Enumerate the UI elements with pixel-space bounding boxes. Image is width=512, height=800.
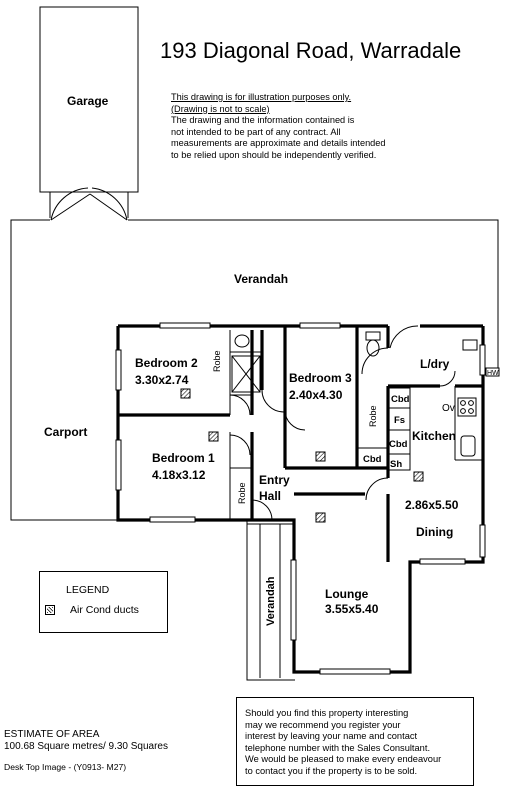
property-address: 193 Diagonal Road, Warradale [160,38,462,63]
robe-bed2-label: Robe [212,350,222,372]
disclaimer-line: to be relied upon should be independentl… [171,149,377,160]
disclaimer-line: not intended to be part of any contract.… [171,126,341,137]
notice-line: telephone number with the Sales Consulta… [245,742,431,753]
hall-label: Hall [259,489,281,503]
dining-size: 2.86x5.50 [405,498,459,512]
notice-line: Should you find this property interestin… [245,708,409,718]
cbd-upper-label: Cbd [391,394,410,405]
notice-line: may we recommend you register your [245,719,401,730]
bedroom1-name: Bedroom 1 [152,451,215,465]
notice-line: to contact you if the property is to be … [245,765,418,776]
doors [229,325,456,521]
cbd-lower-label: Cbd [363,454,382,465]
sh-label: Sh [390,459,402,470]
area-estimate-value: 100.68 Square metres/ 9.30 Squares [4,741,168,752]
windows [115,322,500,675]
kitchen-label: Kitchen [412,429,456,443]
verandah-side-label: Verandah [265,576,277,626]
lounge-name: Lounge [325,587,369,601]
lounge-size: 3.55x5.40 [325,602,379,616]
bedroom3-size: 2.40x4.30 [289,388,343,402]
garage-label: Garage [67,94,109,108]
bedroom3-name: Bedroom 3 [289,371,352,385]
disclaimer-line: measurements are approximate and details… [171,138,386,149]
image-code: Desk Top Image - (Y0913- M27) [4,762,127,772]
bedroom2-size: 3.30x2.74 [135,373,189,387]
disclaimer-line: This drawing is for illustration purpose… [171,92,352,102]
area-estimate: ESTIMATE OF AREA 100.68 Square metres/ 9… [4,729,168,753]
notice-line: interest by leaving your name and contac… [245,731,418,742]
disclaimer-line: The drawing and the information containe… [171,115,355,126]
disclaimer: This drawing is for illustration purpose… [171,92,501,162]
disclaimer-line: (Drawing is not to scale) [171,103,270,114]
bedroom2-name: Bedroom 2 [135,356,198,370]
dining-name: Dining [416,525,453,539]
aircon-duct-icon [45,605,55,615]
bedroom1-size: 4.18x3.12 [152,468,206,482]
fs-label: Fs [394,415,405,426]
oven-label: Ov [442,403,455,414]
garage [39,6,139,221]
interest-notice: Should you find this property interestin… [236,697,474,786]
aircon-ducts [180,388,424,523]
area-estimate-title: ESTIMATE OF AREA [4,729,100,740]
robe-bed1-label: Robe [237,482,247,504]
carport-label: Carport [44,425,87,439]
legend-title: LEGEND [66,584,110,596]
legend: LEGEND Air Cond ducts [39,571,168,633]
robe-bed3-label: Robe [368,405,378,427]
entry-label: Entry [259,473,290,487]
verandah-outline [10,219,499,681]
verandah-top-label: Verandah [234,272,288,286]
house-walls [116,324,485,674]
notice-line: We would be pleased to make every endeav… [245,754,442,765]
legend-aircon-label: Air Cond ducts [70,604,139,616]
cbd-mid-label: Cbd [389,439,408,450]
hws-label: HW [487,370,499,377]
laundry-label: L/dry [420,357,450,371]
